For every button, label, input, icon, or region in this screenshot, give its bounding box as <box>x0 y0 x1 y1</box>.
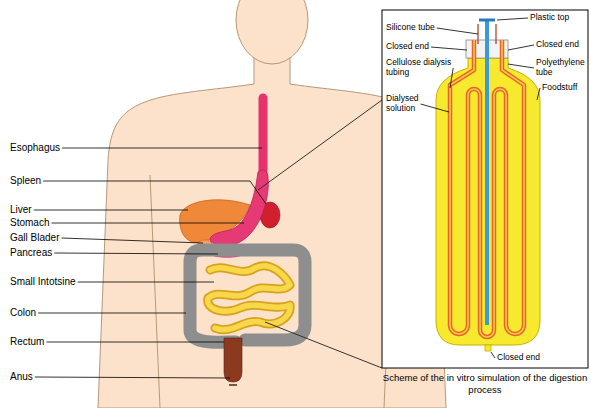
part-label: Rectum <box>10 336 44 348</box>
part-label: Stomach <box>10 217 49 229</box>
small-intestine-fill <box>208 266 290 330</box>
leader-line <box>61 238 203 243</box>
leader-line <box>431 47 467 50</box>
leader-line <box>508 64 534 68</box>
leader-line <box>38 313 186 314</box>
part-label: Plastic top <box>530 13 569 23</box>
part-label: Gall Blader <box>10 232 59 244</box>
part-label: Closed end <box>386 42 429 52</box>
part-label: Silicone tube <box>386 23 435 33</box>
leader-line <box>51 223 244 224</box>
zoom-line <box>265 322 382 368</box>
leader-line <box>537 88 540 100</box>
part-label: Polyethylene tube <box>536 58 588 78</box>
part-label: Closed end <box>497 353 540 363</box>
part-label: Small Intotsine <box>10 276 76 288</box>
leader-line <box>421 104 449 112</box>
polyethylene-tube <box>485 20 489 325</box>
leader-line <box>491 352 495 358</box>
leader-line <box>497 18 528 20</box>
small-intestine-shape <box>208 266 290 330</box>
figure-caption: Scheme of the in vitro simulation of the… <box>382 372 588 397</box>
inset-frame <box>382 10 588 368</box>
part-label: Closed end <box>536 40 579 50</box>
head-shape <box>236 0 308 64</box>
leader-line <box>34 210 188 211</box>
closed-end-nipple <box>485 345 491 351</box>
part-label: Colon <box>10 307 36 319</box>
part-label: Dialysed solution <box>386 94 434 114</box>
leader-line <box>508 45 534 50</box>
zoom-line <box>258 100 382 190</box>
part-label: Anus <box>10 371 33 383</box>
leader-line <box>437 28 478 34</box>
leader-line <box>62 148 262 149</box>
rectum-shape <box>224 338 242 382</box>
leader-line <box>43 181 266 204</box>
part-label: Liver <box>10 204 32 216</box>
part-label: Pancreas <box>10 247 52 259</box>
leader-line <box>54 253 218 254</box>
leader-line <box>450 68 453 88</box>
silicone-tube <box>495 24 496 44</box>
colon-shape <box>190 250 305 342</box>
part-label: Foodstuff <box>542 83 577 93</box>
leader-line <box>78 282 214 283</box>
leader-line <box>35 377 230 378</box>
esophagus-shape <box>259 98 268 178</box>
part-label: Spleen <box>10 175 41 187</box>
anus-mark <box>229 384 237 386</box>
leader-line <box>46 342 224 343</box>
plastic-top <box>479 19 495 22</box>
part-label: Esophagus <box>10 142 60 154</box>
part-label: Cellulose dialysis tubing <box>386 58 461 78</box>
